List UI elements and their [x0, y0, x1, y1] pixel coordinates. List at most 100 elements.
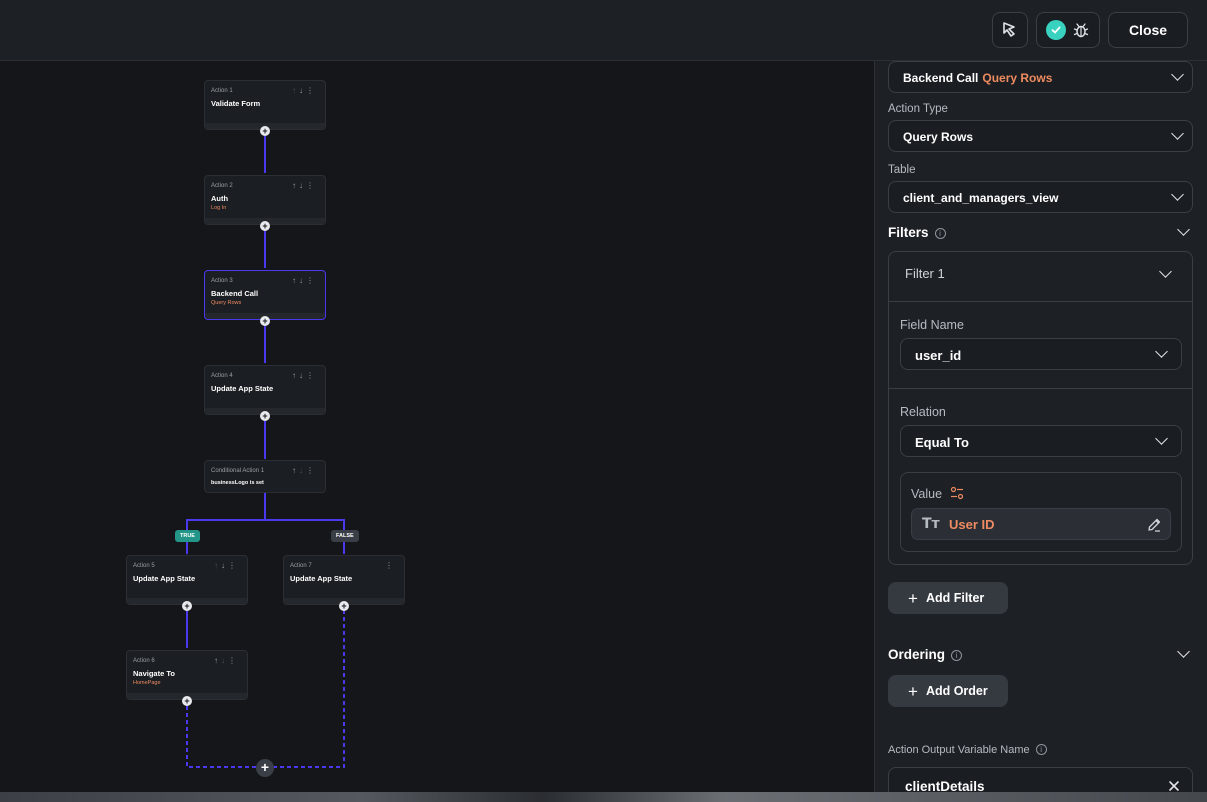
output-variable-input[interactable]: clientDetails — [888, 767, 1193, 792]
node-title: Validate Form — [211, 99, 261, 108]
action-node-3[interactable]: Action 3 Backend Call Query Rows ↑↓⋮ — [204, 270, 326, 320]
info-icon: i — [934, 228, 946, 239]
ordering-collapse-chevron-icon[interactable] — [1177, 645, 1190, 658]
info-icon: i — [1035, 744, 1047, 755]
node-title: Update App State — [211, 384, 274, 393]
text-type-icon: Tт — [922, 516, 940, 532]
node-label: Action 5 — [133, 563, 155, 569]
divider — [889, 301, 1192, 302]
chevron-down-icon — [1171, 188, 1184, 201]
value-label: Value — [911, 486, 964, 501]
action-node-7[interactable]: Action 7 Update App State ⋮ — [283, 555, 405, 605]
node-controls[interactable]: ↑↓⋮ — [292, 466, 317, 475]
add-action-button[interactable]: + — [260, 316, 270, 326]
action-type-value: Query Rows — [903, 130, 974, 144]
node-label: Action 3 — [211, 278, 233, 284]
add-action-button[interactable]: + — [260, 126, 270, 136]
node-title: Navigate To — [133, 669, 175, 678]
bug-icon — [1073, 23, 1089, 38]
node-controls[interactable]: ↑↓⋮ — [214, 561, 239, 570]
top-bar: Close — [0, 0, 1207, 61]
add-action-button[interactable]: + — [182, 696, 192, 706]
output-variable-value: clientDetails — [905, 779, 985, 792]
add-action-button[interactable]: + — [182, 601, 192, 611]
node-label: Action 6 — [133, 658, 155, 664]
action-flow-icon — [1003, 22, 1015, 37]
action-subtype: Query Rows — [982, 71, 1053, 85]
action-name: Backend Call — [903, 71, 979, 85]
check-circle-icon — [1046, 20, 1066, 40]
node-label: Action 1 — [211, 88, 233, 94]
debug-toggle-button[interactable] — [1036, 12, 1100, 48]
node-controls[interactable]: ↑↓⋮ — [292, 181, 317, 190]
clear-close-icon[interactable] — [1168, 780, 1180, 792]
chevron-down-icon — [1171, 127, 1184, 140]
action-node-2[interactable]: Action 2 Auth Log In ↑↓⋮ — [204, 175, 326, 225]
filter-name[interactable]: Filter 1 — [905, 266, 945, 281]
node-title: Backend Call — [211, 289, 259, 298]
divider — [889, 388, 1192, 389]
node-title: Update App State — [290, 574, 353, 583]
chevron-down-icon — [1171, 68, 1184, 81]
node-controls[interactable]: ↑↓⋮ — [292, 276, 317, 285]
value-section: Value Tт User ID — [900, 472, 1182, 552]
table-dropdown[interactable]: client_and_managers_view — [888, 181, 1193, 213]
value-text: User ID — [949, 517, 995, 532]
relation-label: Relation — [900, 405, 946, 419]
action-node-1[interactable]: Action 1 Validate Form ↑↓⋮ — [204, 80, 326, 130]
node-label: Action 7 — [290, 563, 312, 569]
action-type-dropdown[interactable]: Query Rows — [888, 120, 1193, 152]
node-subtitle: HomePage — [133, 680, 161, 686]
node-controls[interactable]: ⋮ — [385, 561, 396, 570]
node-label: Action 2 — [211, 183, 233, 189]
edit-pencil-icon[interactable] — [1146, 517, 1162, 533]
node-subtitle: Log In — [211, 205, 227, 211]
filters-collapse-chevron-icon[interactable] — [1177, 223, 1190, 236]
node-controls[interactable]: ↑↓⋮ — [292, 86, 317, 95]
filter-card: Filter 1 Field Name user_id Relation Equ… — [888, 251, 1193, 565]
add-order-button[interactable]: +Add Order — [888, 675, 1008, 707]
action-node-6[interactable]: Action 6 Navigate To HomePage ↑↓⋮ — [126, 650, 248, 700]
node-title: Auth — [211, 194, 229, 203]
table-value: client_and_managers_view — [903, 191, 1059, 205]
node-label: Conditional Action 1 — [211, 468, 265, 474]
info-icon: i — [951, 650, 963, 661]
chevron-down-icon[interactable] — [1159, 265, 1172, 278]
close-button[interactable]: Close — [1108, 12, 1188, 48]
action-type-label: Action Type — [888, 103, 948, 115]
action-node-4[interactable]: Action 4 Update App State ↑↓⋮ — [204, 365, 326, 415]
node-controls[interactable]: ↑↓⋮ — [214, 656, 239, 665]
add-action-button[interactable]: + — [260, 221, 270, 231]
node-title: Update App State — [133, 574, 196, 583]
relation-dropdown[interactable]: Equal To — [900, 425, 1182, 457]
field-name-label: Field Name — [900, 318, 964, 332]
node-label: Action 4 — [211, 373, 233, 379]
action-node-5[interactable]: Action 5 Update App State ↑↓⋮ — [126, 555, 248, 605]
add-filter-button[interactable]: +Add Filter — [888, 582, 1008, 614]
value-input[interactable]: Tт User ID — [911, 508, 1171, 540]
relation-value: Equal To — [915, 435, 969, 450]
action-flow-canvas[interactable]: Action 1 Validate Form ↑↓⋮ + Action 2 Au… — [0, 61, 874, 792]
true-branch-tag: TRUE — [175, 530, 200, 542]
add-action-button[interactable]: + — [260, 411, 270, 421]
plus-icon: + — [908, 681, 918, 701]
conditional-action-node[interactable]: Conditional Action 1 businessLogo is set… — [204, 460, 326, 493]
add-merge-action-button[interactable]: + — [256, 759, 274, 777]
node-title: businessLogo is set — [211, 480, 264, 486]
chevron-down-icon — [1155, 345, 1168, 358]
field-name-value: user_id — [915, 348, 962, 363]
chevron-down-icon — [1155, 432, 1168, 445]
action-flow-button[interactable] — [992, 12, 1028, 48]
plus-icon: + — [908, 588, 918, 608]
variable-settings-icon[interactable] — [950, 486, 964, 500]
add-action-button[interactable]: + — [339, 601, 349, 611]
window-bottom-edge — [0, 792, 1207, 802]
field-name-dropdown[interactable]: user_id — [900, 338, 1182, 370]
table-label: Table — [888, 164, 916, 176]
node-controls[interactable]: ↑↓⋮ — [292, 371, 317, 380]
